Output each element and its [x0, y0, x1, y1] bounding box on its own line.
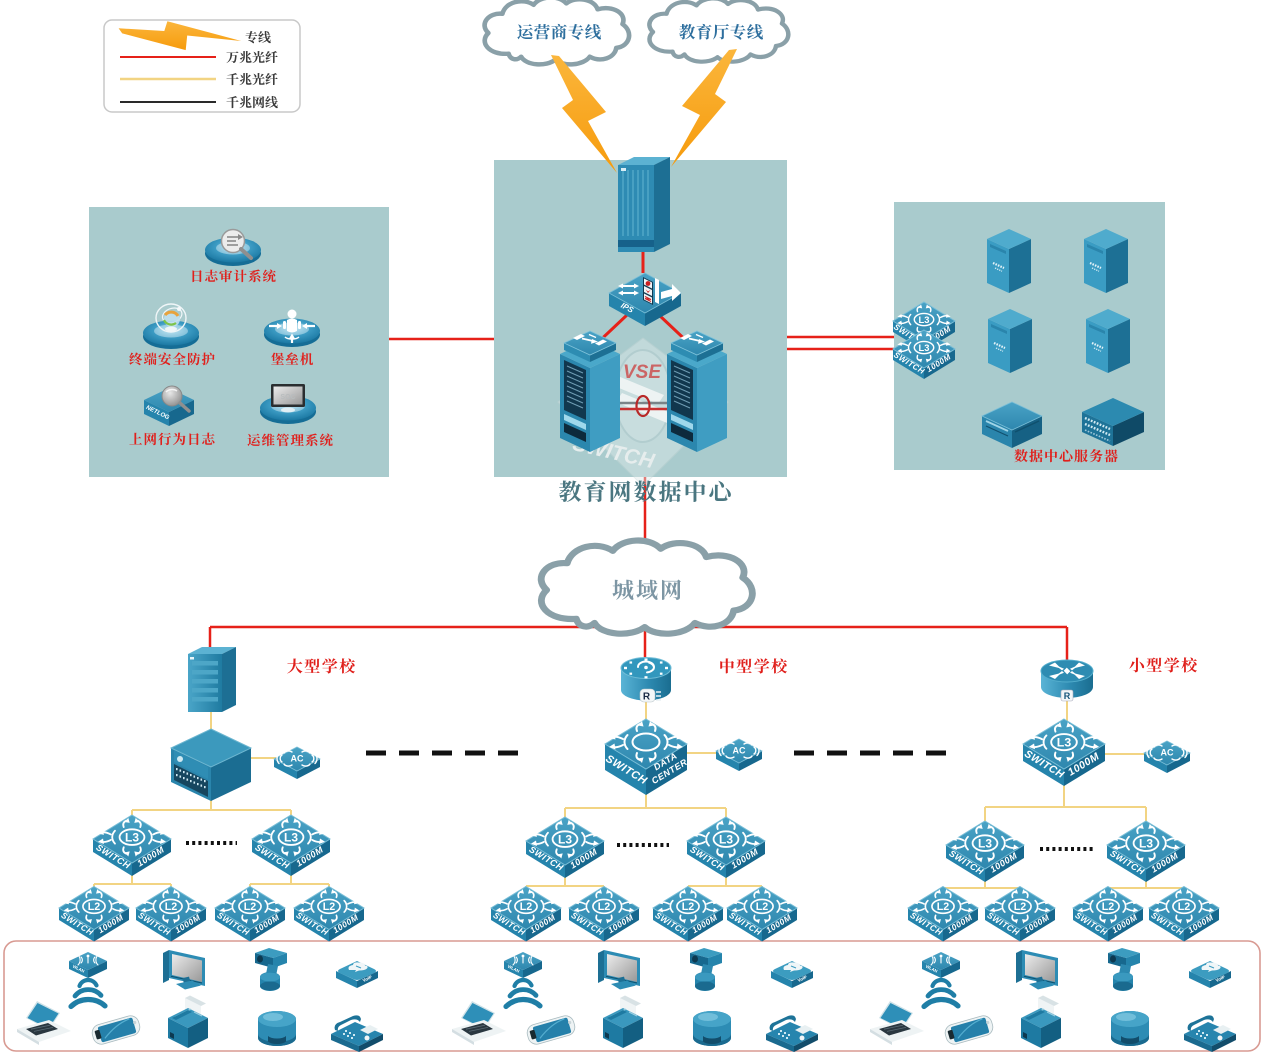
- svg-text:SOC: SOC: [280, 394, 295, 401]
- svg-text:VSE: VSE: [623, 362, 662, 383]
